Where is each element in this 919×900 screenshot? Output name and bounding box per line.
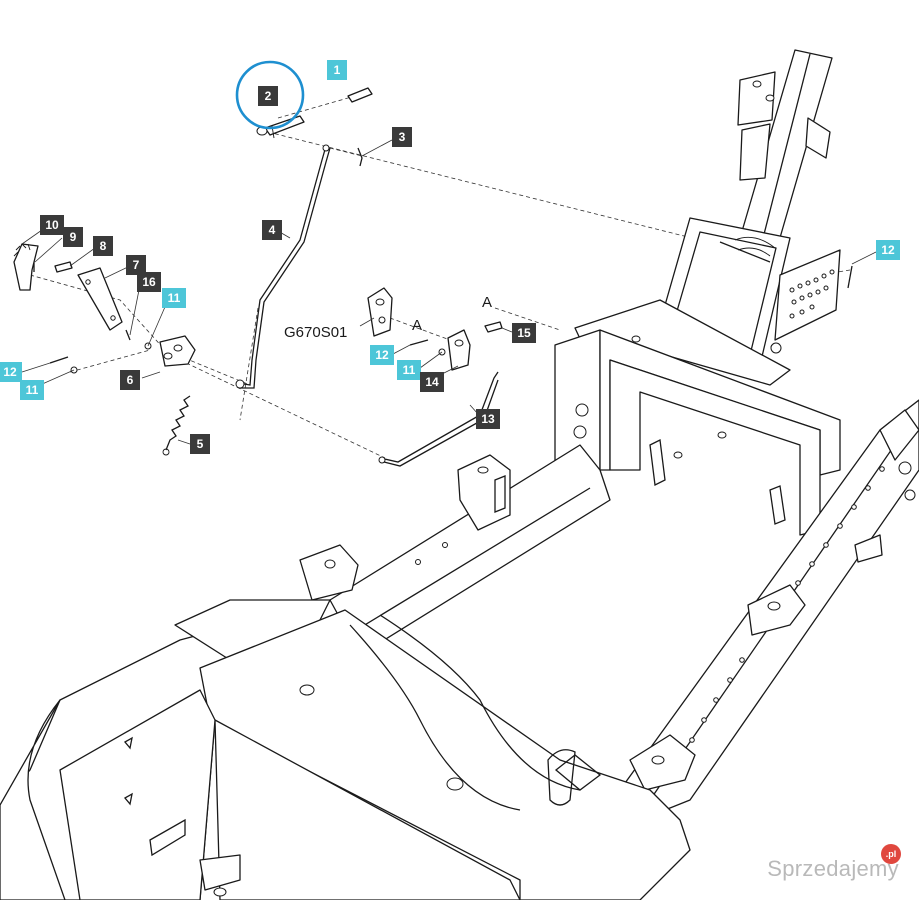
callout-3: 3 (392, 127, 412, 147)
highlight-ring (235, 60, 305, 130)
svg-text:14: 14 (425, 375, 439, 389)
bracket-g670s01 (367, 287, 393, 337)
callout-12a: 12 (0, 362, 22, 382)
callout-7: 7 (126, 255, 146, 275)
watermark-text: Sprzedajemy (767, 856, 899, 881)
callout-12b: 12 (370, 345, 394, 365)
spring-part-5 (165, 395, 191, 451)
callout-10: 10 (40, 215, 64, 235)
assembly-dashed-lines (29, 95, 851, 459)
part-16 (125, 329, 131, 341)
callout-13: 13 (476, 409, 500, 429)
svg-text:5: 5 (197, 437, 204, 451)
callout-12c: 12 (876, 240, 900, 260)
reference-a-top: A (482, 294, 492, 311)
callout-badges: 1 2 3 4 5 6 7 8 9 10 11 11 11 12 12 12 1… (0, 60, 900, 454)
pin-part-8 (54, 261, 73, 273)
pin-part-15 (484, 321, 503, 333)
svg-text:9: 9 (70, 230, 77, 244)
svg-text:13: 13 (481, 412, 495, 426)
svg-text:7: 7 (133, 258, 140, 272)
section-code-label: G670S01 (284, 324, 347, 341)
cotter-part-3 (357, 147, 363, 167)
pin-part-1 (347, 87, 373, 103)
svg-text:12: 12 (3, 365, 17, 379)
callout-9: 9 (63, 227, 83, 247)
callout-5: 5 (190, 434, 210, 454)
svg-text:2: 2 (265, 89, 272, 103)
svg-text:12: 12 (881, 243, 895, 257)
svg-text:6: 6 (127, 373, 134, 387)
svg-text:12: 12 (375, 348, 389, 362)
side-plate-holes (789, 269, 835, 319)
svg-text:15: 15 (517, 326, 531, 340)
svg-text:11: 11 (26, 383, 39, 397)
callout-14: 14 (420, 372, 444, 392)
callout-11a: 11 (162, 288, 186, 308)
svg-text:11: 11 (403, 363, 416, 377)
callout-11c: 11 (397, 360, 421, 380)
svg-text:16: 16 (142, 275, 156, 289)
callout-16: 16 (137, 272, 161, 292)
svg-text:1: 1 (334, 63, 341, 77)
svg-text:3: 3 (399, 130, 406, 144)
svg-text:8: 8 (100, 239, 107, 253)
reference-a-mid: A (412, 317, 422, 334)
watermark-badge: .pl (881, 844, 901, 864)
callout-15: 15 (512, 323, 536, 343)
svg-text:10: 10 (45, 218, 59, 232)
callout-1: 1 (327, 60, 347, 80)
callout-4: 4 (262, 220, 282, 240)
svg-text:11: 11 (168, 291, 181, 305)
small-parts (13, 87, 853, 467)
callout-2: 2 (258, 86, 278, 106)
rod-part-4 (237, 145, 327, 386)
callout-11b: 11 (20, 380, 44, 400)
svg-text:4: 4 (269, 223, 276, 237)
callout-8: 8 (93, 236, 113, 256)
callout-6: 6 (120, 370, 140, 390)
block-part-14 (447, 329, 471, 371)
mower-frame (0, 49, 919, 900)
plate-part-7 (77, 267, 123, 331)
